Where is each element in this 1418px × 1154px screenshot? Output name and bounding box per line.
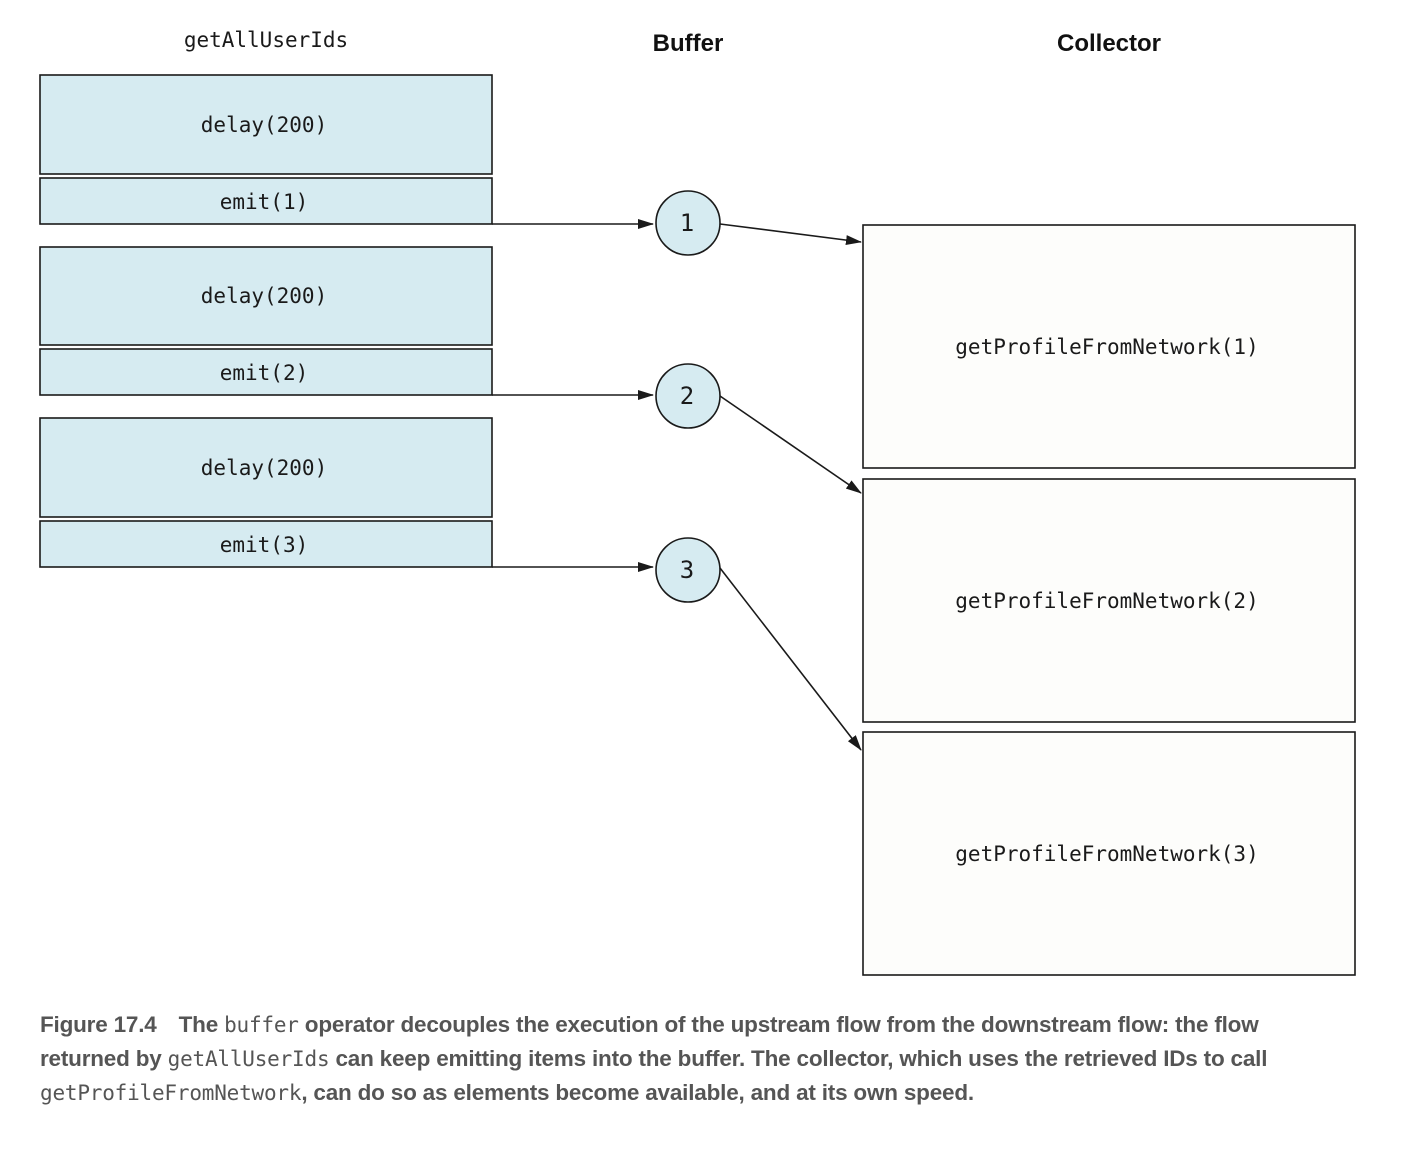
delay-box bbox=[39, 246, 493, 346]
caption-code-buffer: buffer bbox=[224, 1013, 299, 1037]
collector-call-label: getProfileFromNetwork(2) bbox=[955, 589, 1258, 613]
caption-text: , can do so as elements become available… bbox=[301, 1080, 974, 1105]
buffer-circle bbox=[655, 537, 721, 603]
emit-label: emit(3) bbox=[220, 533, 309, 557]
delay-label: delay(200) bbox=[201, 284, 327, 308]
emit-box bbox=[39, 348, 493, 396]
buffer-item-1: 1 bbox=[655, 190, 721, 256]
buffer-item-label: 3 bbox=[680, 556, 694, 584]
emit-box bbox=[39, 177, 493, 225]
caption-text: The bbox=[178, 1012, 225, 1037]
collector-box bbox=[862, 478, 1356, 723]
buffer-flow-diagram: getAllUserIds Buffer Collector delay(200… bbox=[39, 28, 1356, 976]
delay-label: delay(200) bbox=[201, 113, 327, 137]
upstream-column-heading: getAllUserIds bbox=[184, 28, 348, 52]
emit-label: emit(2) bbox=[220, 361, 309, 385]
collector-call-label: getProfileFromNetwork(1) bbox=[955, 335, 1258, 359]
emit-label: emit(1) bbox=[220, 190, 309, 214]
collector-call-label: getProfileFromNetwork(3) bbox=[955, 842, 1258, 866]
figure-caption: Figure 17.4 The buffer operator decouples… bbox=[40, 1008, 1270, 1110]
upstream-step-3: delay(200) emit(3) bbox=[39, 417, 493, 568]
emit-box bbox=[39, 520, 493, 568]
collector-call-1: getProfileFromNetwork(1) bbox=[862, 224, 1356, 469]
buffer-to-collector-arrow-1 bbox=[719, 223, 862, 246]
collector-call-2: getProfileFromNetwork(2) bbox=[862, 478, 1356, 723]
caption-text: can keep emitting items into the buffer.… bbox=[329, 1046, 1268, 1071]
buffer-circle bbox=[655, 190, 721, 256]
buffer-item-label: 1 bbox=[680, 209, 694, 237]
buffer-to-collector-arrow-3 bbox=[719, 567, 862, 751]
caption-code-get-all-user-ids: getAllUserIds bbox=[167, 1047, 330, 1071]
delay-label: delay(200) bbox=[201, 456, 327, 480]
upstream-step-1: delay(200) emit(1) bbox=[39, 74, 493, 225]
delay-box bbox=[39, 417, 493, 518]
buffer-item-3: 3 bbox=[655, 537, 721, 603]
buffer-item-label: 2 bbox=[680, 382, 694, 410]
buffer-to-collector-arrow-2 bbox=[719, 395, 862, 494]
collector-call-3: getProfileFromNetwork(3) bbox=[862, 731, 1356, 976]
collector-box bbox=[862, 731, 1356, 976]
figure-number: Figure 17.4 bbox=[40, 1012, 157, 1037]
buffer-item-2: 2 bbox=[655, 363, 721, 429]
delay-box bbox=[39, 74, 493, 175]
buffer-column-heading: Buffer bbox=[653, 30, 724, 57]
collector-box bbox=[862, 224, 1356, 469]
caption-text: operator decouples the execution of the … bbox=[40, 1012, 1259, 1071]
caption-code-get-profile-from-network: getProfileFromNetwork bbox=[40, 1081, 302, 1105]
collector-column-heading: Collector bbox=[1057, 30, 1161, 57]
upstream-step-2: delay(200) emit(2) bbox=[39, 246, 493, 396]
